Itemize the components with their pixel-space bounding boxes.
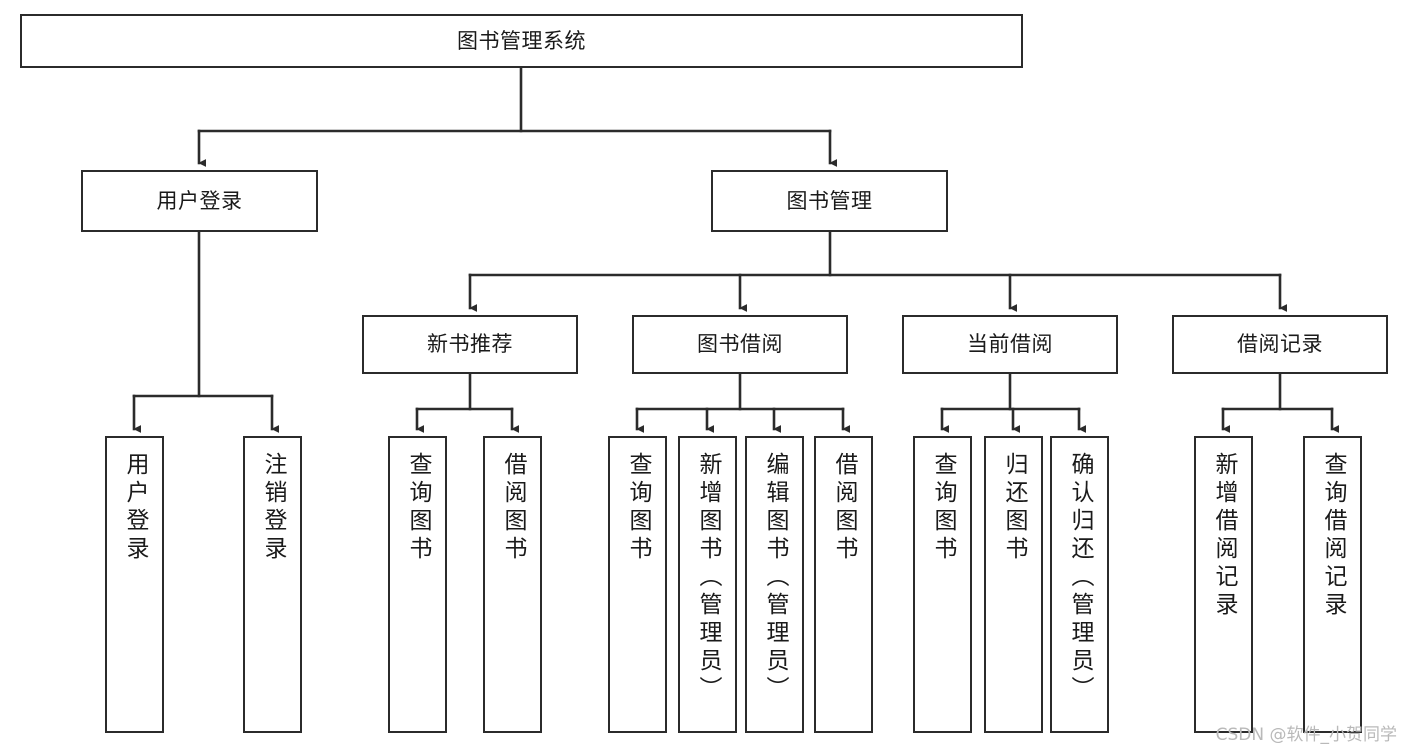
node-leaf-confirm-return[interactable]: 确认归还（管理员） bbox=[1050, 436, 1109, 733]
node-user-login[interactable]: 用户登录 bbox=[81, 170, 318, 232]
node-root-label: 图书管理系统 bbox=[457, 28, 586, 53]
node-leaf-add-book-label: 新增图书（管理员） bbox=[695, 452, 721, 704]
node-leaf-query-book-1-label: 查询图书 bbox=[405, 452, 431, 564]
node-leaf-confirm-return-label: 确认归还（管理员） bbox=[1067, 452, 1093, 704]
node-leaf-query-book-2[interactable]: 查询图书 bbox=[608, 436, 667, 733]
node-borrow-record[interactable]: 借阅记录 bbox=[1172, 315, 1388, 374]
node-root[interactable]: 图书管理系统 bbox=[20, 14, 1023, 68]
node-leaf-query-book-3[interactable]: 查询图书 bbox=[913, 436, 972, 733]
node-leaf-logout-label: 注销登录 bbox=[260, 452, 286, 564]
node-book-manage-label: 图书管理 bbox=[786, 188, 873, 213]
node-leaf-query-book-1[interactable]: 查询图书 bbox=[388, 436, 447, 733]
node-leaf-add-record-label: 新增借阅记录 bbox=[1211, 452, 1237, 620]
node-new-book-rec[interactable]: 新书推荐 bbox=[362, 315, 578, 374]
node-book-borrow[interactable]: 图书借阅 bbox=[632, 315, 848, 374]
node-leaf-query-record[interactable]: 查询借阅记录 bbox=[1303, 436, 1362, 733]
node-book-manage[interactable]: 图书管理 bbox=[711, 170, 948, 232]
node-current-borrow[interactable]: 当前借阅 bbox=[902, 315, 1118, 374]
node-leaf-borrow-book-1-label: 借阅图书 bbox=[500, 452, 526, 564]
watermark-text: CSDN @软件_小贺同学 bbox=[1215, 725, 1397, 745]
node-leaf-edit-book-label: 编辑图书（管理员） bbox=[762, 452, 788, 704]
node-leaf-query-book-3-label: 查询图书 bbox=[930, 452, 956, 564]
node-book-borrow-label: 图书借阅 bbox=[697, 332, 783, 357]
node-leaf-return-book[interactable]: 归还图书 bbox=[984, 436, 1043, 733]
node-leaf-borrow-book-2[interactable]: 借阅图书 bbox=[814, 436, 873, 733]
node-leaf-borrow-book-1[interactable]: 借阅图书 bbox=[483, 436, 542, 733]
node-current-borrow-label: 当前借阅 bbox=[967, 332, 1053, 357]
node-new-book-rec-label: 新书推荐 bbox=[427, 332, 513, 357]
node-leaf-user-login-label: 用户登录 bbox=[122, 452, 148, 564]
node-leaf-query-record-label: 查询借阅记录 bbox=[1320, 452, 1346, 620]
node-leaf-borrow-book-2-label: 借阅图书 bbox=[831, 452, 857, 564]
node-leaf-query-book-2-label: 查询图书 bbox=[625, 452, 651, 564]
node-leaf-return-book-label: 归还图书 bbox=[1001, 452, 1027, 564]
node-user-login-label: 用户登录 bbox=[156, 188, 243, 213]
node-borrow-record-label: 借阅记录 bbox=[1237, 332, 1323, 357]
node-leaf-add-record[interactable]: 新增借阅记录 bbox=[1194, 436, 1253, 733]
node-leaf-edit-book[interactable]: 编辑图书（管理员） bbox=[745, 436, 804, 733]
node-leaf-logout[interactable]: 注销登录 bbox=[243, 436, 302, 733]
node-leaf-add-book[interactable]: 新增图书（管理员） bbox=[678, 436, 737, 733]
node-leaf-user-login[interactable]: 用户登录 bbox=[105, 436, 164, 733]
